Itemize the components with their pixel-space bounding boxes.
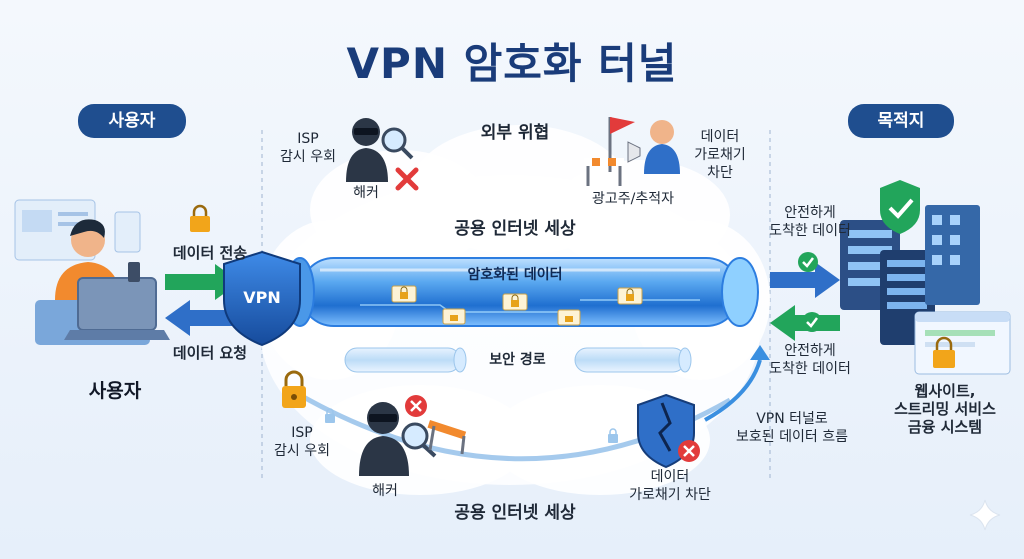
send-label: 데이터 전송 [172, 244, 248, 262]
vpn-flow-label-2: 보호된 데이터 흐름 [736, 429, 848, 445]
check-icon-bottom [802, 312, 822, 332]
flow-arrow [704, 359, 762, 422]
block-top-label-1: 데이터 [700, 129, 740, 145]
isp-lock-icon [282, 370, 306, 408]
cloud-bottom-label: 공용 인터넷 세상 [454, 503, 576, 523]
red-x-circle-icon-2 [678, 440, 700, 462]
arrive-top-label-2: 도착한 데이터 [769, 223, 851, 239]
vpn-tunnel [240, 232, 780, 352]
packet-lock-icon [617, 287, 643, 305]
advertiser-label: 광고주/추적자 [592, 191, 674, 207]
cloud-top-label: 공용 인터넷 세상 [454, 219, 576, 239]
barrier-top-icon [584, 158, 624, 186]
block-top-label-3: 차단 [707, 165, 733, 181]
hacker-top-label: 해커 [353, 185, 379, 201]
destination-caption-2: 스트리밍 서비스 [894, 400, 996, 418]
small-lock-icon [325, 408, 335, 423]
destination-lock-icon [933, 336, 955, 368]
isp-top-label-1: ISP [297, 131, 319, 147]
block-top-label-2: 가로채기 [694, 147, 746, 163]
vpn-shield-icon [223, 250, 301, 347]
vpn-shield-label: VPN [243, 288, 281, 307]
hacker-top-icon [346, 118, 414, 182]
block-bottom-label-1: 데이터 [650, 469, 690, 485]
packet-lock-icon [502, 293, 528, 311]
red-x-circle-icon [405, 395, 427, 417]
request-arrow [165, 300, 240, 336]
arrive-top-label-1: 안전하게 [784, 205, 836, 221]
threats-title: 외부 위협 [480, 123, 550, 143]
user-illustration [14, 199, 170, 345]
send-arrow [165, 264, 240, 300]
barrier-bottom-icon [427, 420, 467, 455]
server-building-illustration [840, 180, 1011, 375]
packet-lock-icon [391, 285, 417, 303]
red-x-icon [395, 167, 419, 191]
isp-top-label-2: 감시 우회 [280, 149, 336, 165]
user-caption: 사용자 [88, 380, 142, 402]
arrive-bottom-label-1: 안전하게 [784, 343, 836, 359]
destination-caption-1: 웹사이트, [914, 382, 976, 400]
send-lock-icon [190, 204, 210, 232]
sparkle-icon [969, 499, 1001, 531]
secure-path-pipes [344, 347, 692, 373]
destination-caption-3: 금융 시스템 [907, 418, 983, 436]
user-pill: 사용자 [78, 104, 186, 138]
hacker-bottom-label: 해커 [372, 483, 398, 499]
isp-bottom-label-1: ISP [291, 425, 313, 441]
isp-bottom-label-2: 감시 우회 [274, 443, 330, 459]
tunnel-label: 암호화된 데이터 [467, 267, 563, 283]
secure-path-label: 보안 경로 [489, 352, 546, 368]
request-label: 데이터 요청 [172, 344, 248, 362]
check-icon-top [798, 252, 818, 272]
packet-lock-icon [442, 308, 466, 325]
block-bottom-label-2: 가로채기 차단 [629, 487, 711, 503]
small-lock-icon [608, 428, 618, 443]
vpn-flow-label-1: VPN 터널로 [756, 411, 828, 427]
encrypted-packets [391, 285, 643, 326]
hacker-bottom-icon [359, 402, 437, 476]
destination-pill: 목적지 [848, 104, 954, 138]
arrive-bottom-label-2: 도착한 데이터 [769, 361, 851, 377]
page-title: VPN 암호화 터널 [346, 39, 678, 88]
packet-lock-icon [557, 309, 581, 326]
arrive-arrow-top [770, 262, 840, 298]
